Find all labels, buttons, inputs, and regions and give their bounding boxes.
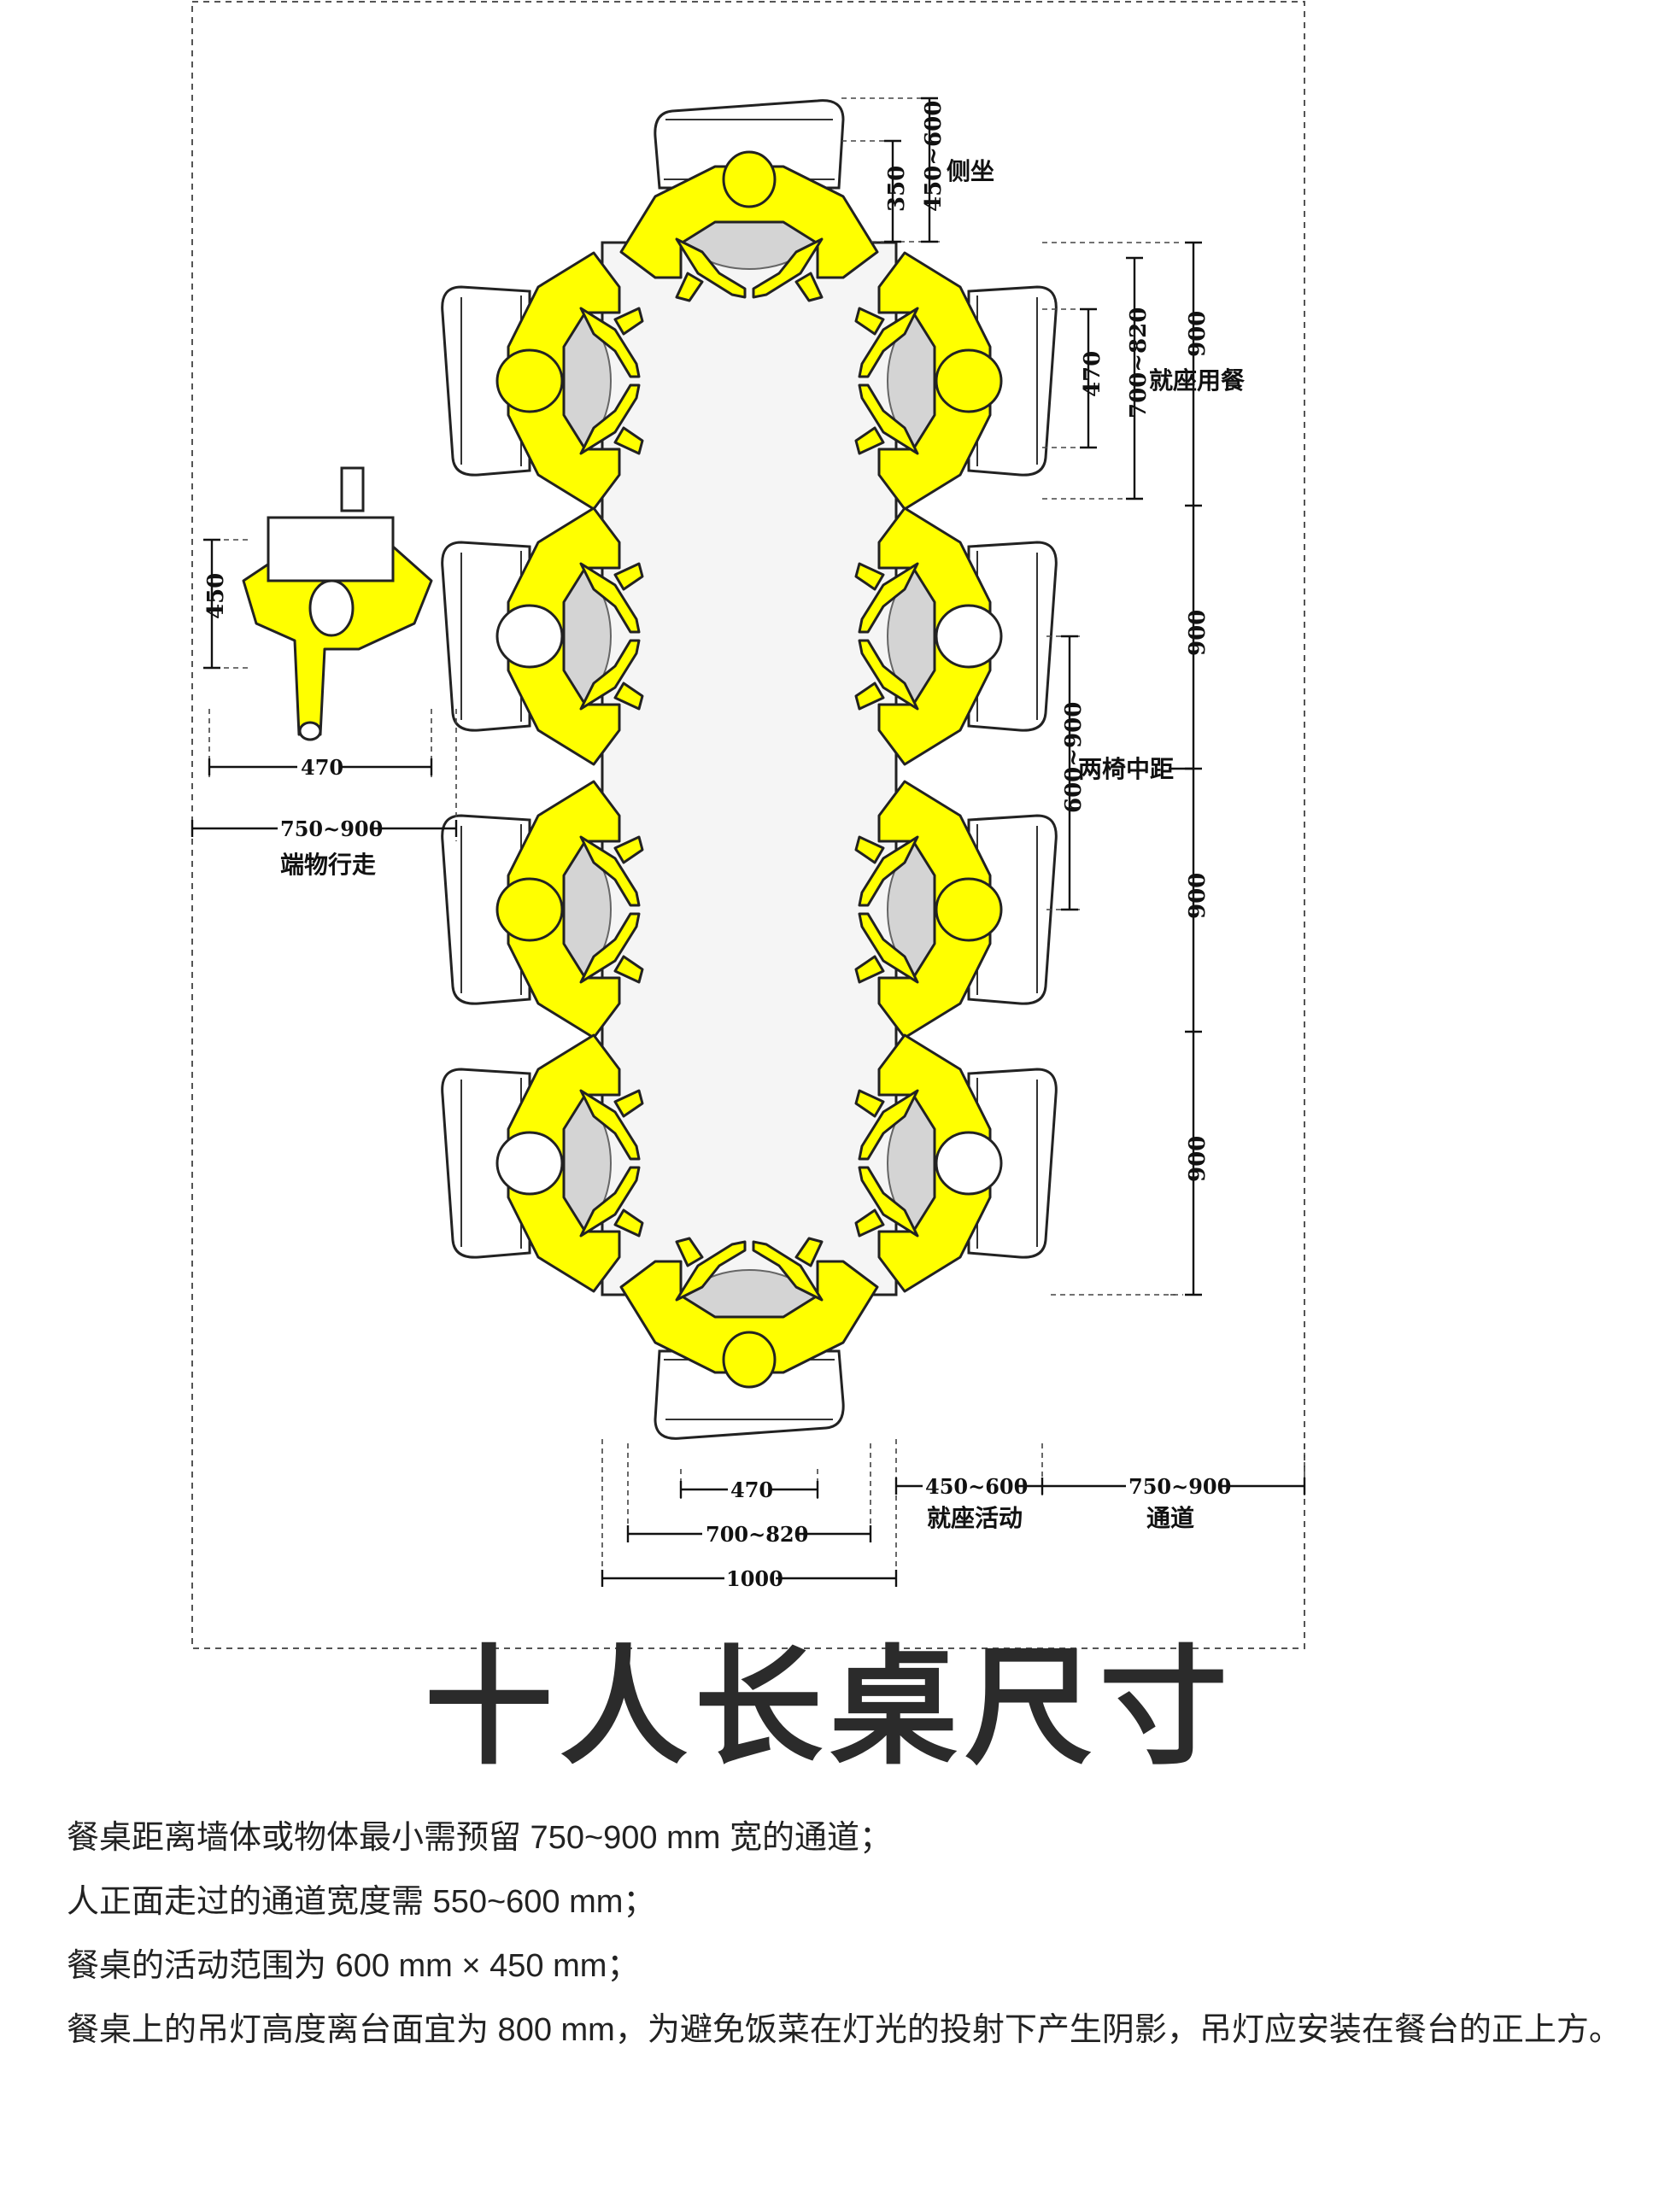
seat-right-4 — [854, 1033, 1058, 1293]
seat-left-2 — [441, 506, 644, 766]
walking-person — [242, 466, 433, 741]
dim-600-900-label: 600~900 — [1061, 702, 1087, 813]
dining-table-diagram: 350 450~600 侧坐 470 700~820 就座用餐 900 900 … — [191, 1, 1306, 1649]
page-title: 十人长桌尺寸 — [424, 1634, 1234, 1782]
spacing-900-3: 900 — [1185, 873, 1211, 919]
dim-1000-label: 1000 — [726, 1566, 783, 1591]
dim-walker: 450 470 750~900 端物行走 — [191, 538, 458, 879]
dim-walkway-label: 750~900 — [280, 816, 383, 841]
seat-right-3 — [854, 780, 1058, 1039]
dim-700-820-right-label: 700~820 — [1126, 307, 1152, 418]
seat-bottom — [619, 1237, 879, 1440]
seat-left-3 — [441, 780, 644, 1039]
seat-left-1 — [441, 251, 644, 511]
dim-seat-width: 470 700~820 就座用餐 — [1042, 242, 1246, 500]
dim-700-820-bottom-label: 700~820 — [706, 1522, 808, 1547]
dim-350-label: 350 — [884, 166, 910, 212]
notes-list: 餐桌距离墙体或物体最小需预留 750~900 mm 宽的通道； 人正面走过的通道… — [67, 1806, 1621, 2063]
note-line: 人正面走过的通道宽度需 550~600 mm； — [67, 1884, 656, 1920]
seat-right-2 — [854, 506, 1058, 766]
dining-table — [601, 241, 898, 1296]
aisle-text: 通道 — [1146, 1504, 1194, 1532]
dim-470-walker-label: 470 — [301, 755, 343, 780]
seat-left-4 — [441, 1033, 644, 1293]
note-line: 餐桌距离墙体或物体最小需预留 750~900 mm 宽的通道； — [67, 1820, 892, 1856]
walkway-text: 端物行走 — [280, 851, 376, 879]
note-line: 餐桌上的吊灯高度离台面宜为 800 mm，为避免饭菜在灯光的投射下产生阴影，吊灯… — [67, 2012, 1621, 2048]
dim-aisle-label: 750~900 — [1128, 1474, 1231, 1499]
dim-470-right-label: 470 — [1080, 351, 1105, 397]
note-line: 餐桌的活动范围为 600 mm × 450 mm； — [67, 1948, 640, 1984]
seat-right-1 — [854, 251, 1058, 511]
spacing-900-1: 900 — [1185, 311, 1211, 357]
side-seat-text: 侧坐 — [947, 157, 994, 185]
dim-450-600-label: 450~600 — [921, 101, 947, 212]
dim-chair-center: 600~900 两椅中距 — [1046, 635, 1193, 911]
seat-dining-text: 就座用餐 — [1149, 366, 1246, 395]
dim-bottom: 470 700~820 1000 450~600 就座活动 750~900 通道 — [601, 1439, 1306, 1591]
spacing-900-4: 900 — [1185, 1136, 1211, 1182]
dim-450-walker-label: 450 — [203, 573, 229, 619]
chair-center-text: 两椅中距 — [1078, 755, 1174, 783]
dim-470-bottom-label: 470 — [730, 1478, 773, 1502]
dim-activity-label: 450~600 — [925, 1474, 1028, 1499]
dim-side-seat: 350 450~600 侧坐 — [841, 97, 994, 243]
activity-text: 就座活动 — [927, 1504, 1023, 1532]
room-frame — [191, 1, 1305, 1649]
spacing-900-2: 900 — [1185, 610, 1211, 656]
seat-top — [619, 99, 879, 302]
